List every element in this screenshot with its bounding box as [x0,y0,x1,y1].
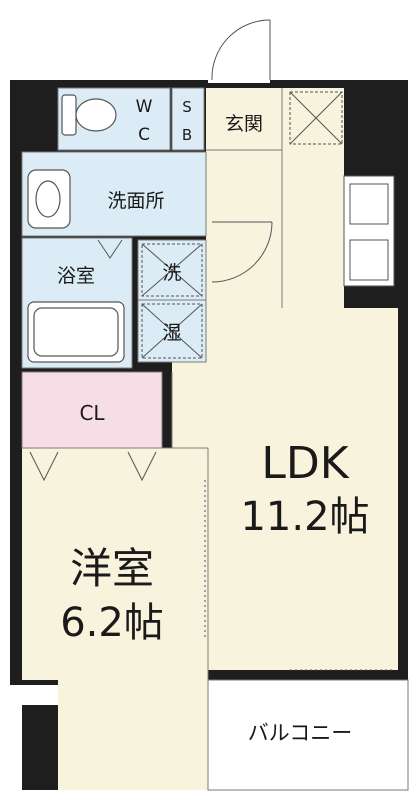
washbasin-fixture [27,169,71,229]
ldk-name-label: LDK [261,438,349,489]
sb-label-s: S [182,98,192,116]
closet-doors [29,451,157,482]
kitchen-area [282,88,344,308]
bath-label: 浴室 [57,265,95,287]
lower-wall-block [22,705,58,790]
western-room-area [22,448,208,680]
closet-label: CL [79,401,105,425]
sb-area [172,88,204,150]
western-room-size-label: 6.2帖 [60,600,164,646]
western-room-name-label: 洋室 [70,544,154,593]
balcony-label: バルコニー [248,721,353,745]
dryer-label: 湿 [162,322,181,344]
washroom-label: 洗面所 [107,190,164,212]
washer-space [141,243,203,297]
storage-box [289,91,343,145]
kitchen-counter [343,175,395,287]
closet-area [21,371,163,449]
interior-lines [21,87,283,680]
entrance-label: 玄関 [225,113,263,135]
lower-step-area [58,680,208,790]
laundry-area [138,240,206,362]
sb-label-b: B [182,126,192,144]
sliding-door-marks [204,480,395,671]
ldk-size-label: 11.2帖 [240,494,369,540]
ldk-door [211,221,273,283]
balcony-area [207,679,409,791]
ldk-area [172,308,398,670]
entrance-door [208,19,271,83]
washer-label: 洗 [162,262,181,284]
bathtub-fixture [27,301,125,363]
wc-label-c: C [138,125,150,145]
toilet-fixture [61,94,117,136]
wc-label-w: W [136,97,153,117]
bath-door [97,239,123,259]
dryer-space [141,303,203,359]
